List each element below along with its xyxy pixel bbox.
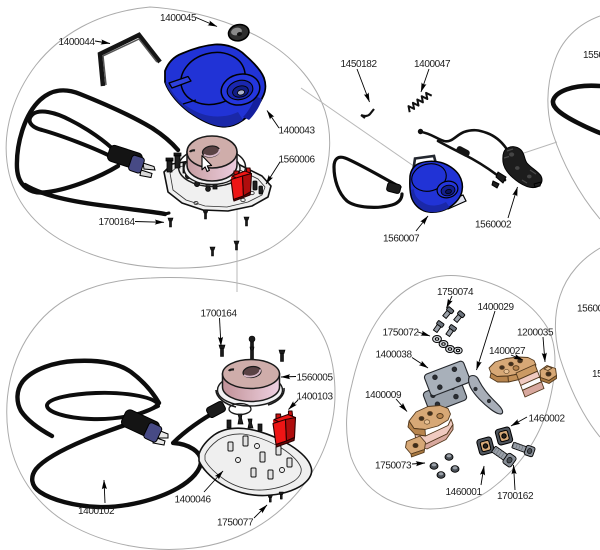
svg-text:1700164: 1700164 (201, 309, 238, 320)
svg-text:1560007: 1560007 (383, 234, 420, 245)
svg-text:1750077: 1750077 (217, 518, 254, 529)
svg-text:1400047: 1400047 (414, 59, 451, 70)
svg-text:1560005: 1560005 (577, 304, 600, 315)
svg-text:1200035: 1200035 (517, 328, 554, 339)
svg-text:1560005: 1560005 (297, 373, 334, 384)
svg-text:1400045: 1400045 (160, 13, 197, 24)
svg-text:1560006: 1560006 (279, 155, 316, 166)
svg-text:1750074: 1750074 (437, 287, 474, 298)
svg-text:1400046: 1400046 (175, 495, 212, 506)
svg-text:1460001: 1460001 (446, 487, 483, 498)
svg-text:1750073: 1750073 (375, 461, 412, 472)
svg-text:1450182: 1450182 (341, 59, 378, 70)
svg-text:1400027: 1400027 (489, 346, 526, 357)
svg-text:1560002: 1560002 (475, 220, 512, 231)
svg-text:1550008: 1550008 (583, 50, 600, 61)
svg-text:1400102: 1400102 (78, 506, 115, 517)
svg-text:1400029: 1400029 (478, 302, 515, 313)
svg-text:1400009: 1400009 (365, 390, 402, 401)
svg-text:1560002: 1560002 (592, 369, 600, 380)
svg-text:1400103: 1400103 (297, 392, 334, 403)
svg-text:1400043: 1400043 (279, 126, 316, 137)
svg-text:1700162: 1700162 (497, 491, 534, 502)
svg-text:1400044: 1400044 (59, 37, 96, 48)
svg-text:1750072: 1750072 (383, 328, 420, 339)
svg-text:1460002: 1460002 (529, 414, 566, 425)
svg-text:1400038: 1400038 (376, 350, 413, 361)
svg-text:1700164: 1700164 (99, 217, 136, 228)
